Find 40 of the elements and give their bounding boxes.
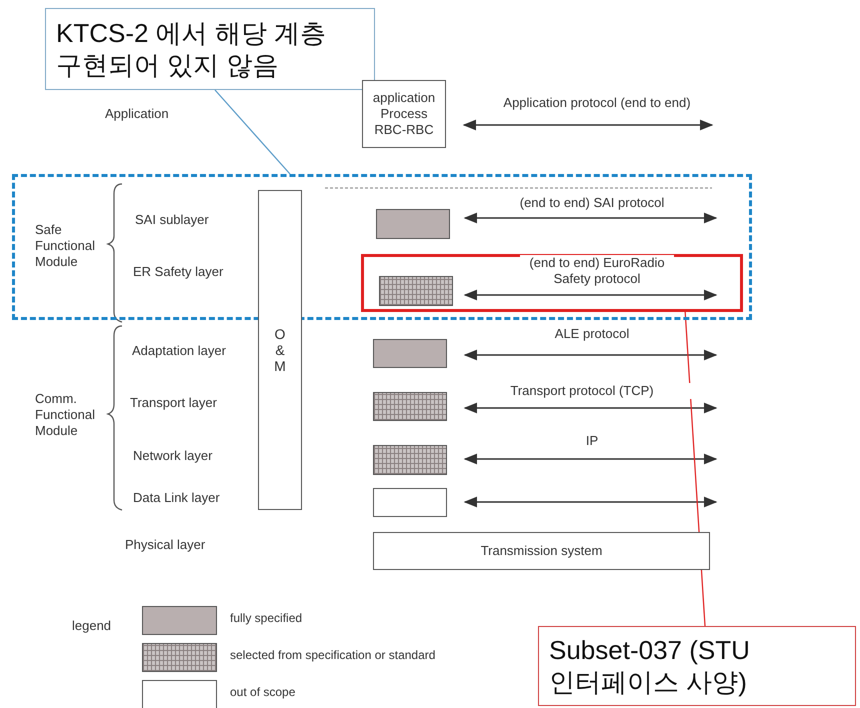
protocol-block	[373, 445, 447, 475]
callout	[45, 8, 375, 90]
box-text: application Process RBC-RBC	[372, 90, 436, 138]
callout	[538, 626, 856, 706]
layer-label: Comm. Functional Module	[35, 391, 96, 439]
protocol-block	[373, 488, 447, 517]
double-arrow	[464, 402, 718, 414]
box-text: Transmission system	[480, 543, 604, 559]
callout-text: KTCS-2 에서 해당 계층 구현되어 있지 않음	[55, 17, 328, 81]
protocol-block	[373, 392, 447, 421]
box-text: O & M	[273, 326, 287, 374]
om-box	[258, 190, 302, 510]
layer-label: ER Safety layer	[133, 264, 224, 280]
edge-label: (end to end) EuroRadio Safety protocol	[520, 255, 674, 287]
highlight-frame	[361, 254, 743, 312]
protocol-block	[373, 339, 447, 368]
double-arrow	[464, 496, 718, 508]
leader-line	[214, 90, 290, 174]
double-arrow	[464, 290, 718, 300]
layer-label: Network layer	[133, 448, 214, 464]
double-arrow	[464, 350, 718, 360]
transmission-box	[373, 532, 710, 570]
layer-label: Data Link layer	[133, 490, 221, 506]
layer-label: Safe Functional Module	[35, 222, 96, 270]
layer-label: SAI sublayer	[135, 212, 210, 228]
double-arrow	[464, 212, 718, 224]
double-arrow	[464, 454, 718, 464]
legend-text: fully specified	[230, 610, 302, 626]
legend-text: selected from specification or standard	[230, 647, 436, 663]
layer-label: Physical layer	[125, 537, 206, 553]
layer-label: Application	[105, 106, 170, 122]
process-box	[362, 80, 446, 148]
callout-text: Subset-037 (STU 인터페이스 사양)	[548, 634, 751, 698]
double-arrow	[462, 120, 714, 130]
layer-label: legend	[72, 618, 112, 634]
layer-label: Adaptation layer	[132, 343, 227, 359]
protocol-block	[379, 276, 453, 306]
legend-text: out of scope	[230, 684, 296, 700]
protocol-block	[376, 209, 450, 239]
layer-label: Transport layer	[130, 395, 218, 411]
